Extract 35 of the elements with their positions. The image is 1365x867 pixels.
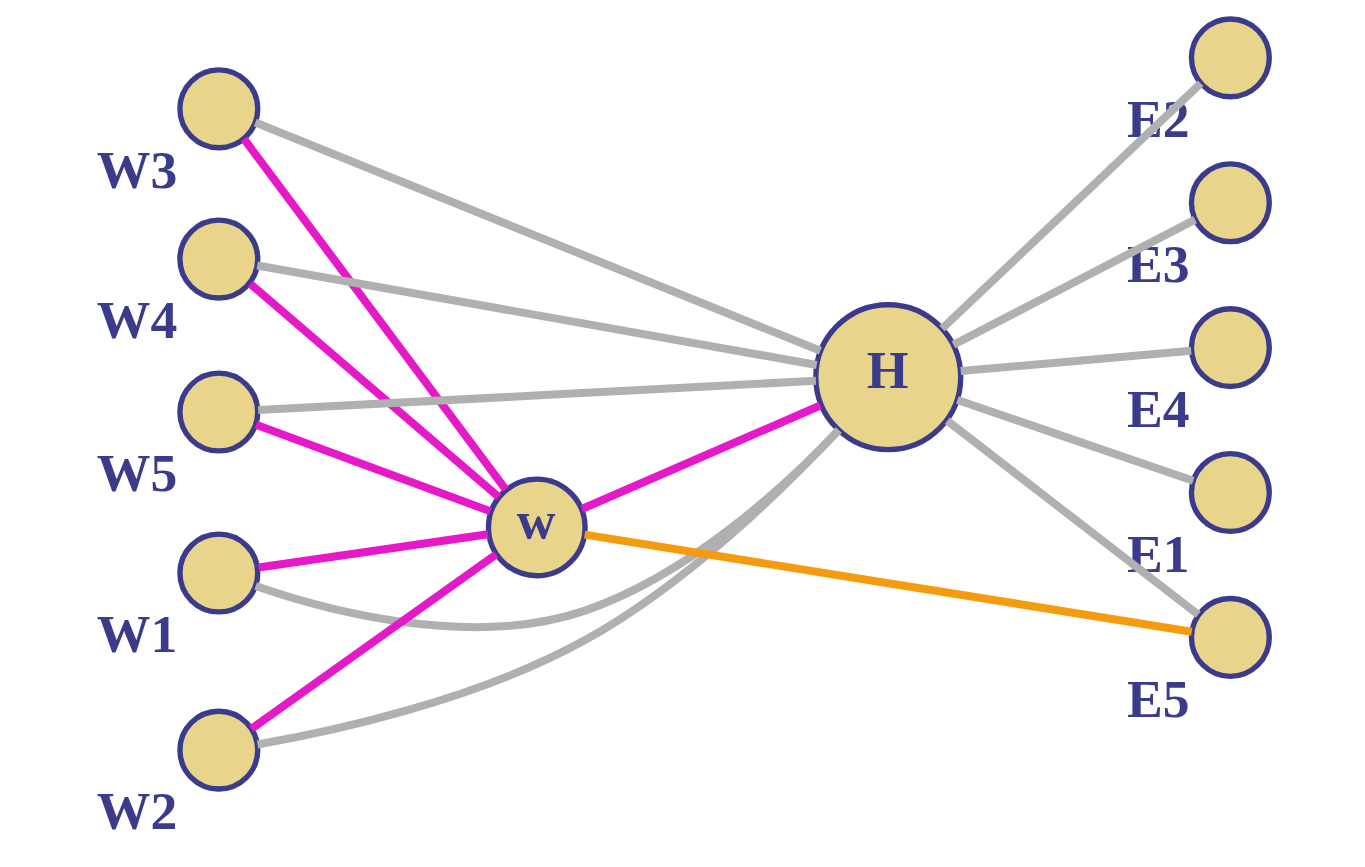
connector <box>959 346 1192 376</box>
node-label: W2 <box>96 781 177 842</box>
connector <box>257 530 489 572</box>
node-circle <box>176 531 260 615</box>
connector <box>257 376 816 415</box>
node-label: E5 <box>1126 668 1190 729</box>
node-circle <box>1188 306 1272 390</box>
node-label: W5 <box>96 443 177 504</box>
connector <box>240 136 509 492</box>
node-circle: H <box>812 302 963 453</box>
connector <box>247 280 501 501</box>
node-circle <box>176 67 260 151</box>
node-circle <box>176 370 260 454</box>
connector <box>579 401 822 513</box>
node-circle: w <box>485 476 588 579</box>
connector <box>254 421 492 515</box>
connector <box>256 427 841 749</box>
connector <box>955 396 1195 485</box>
node-label: E4 <box>1126 378 1190 439</box>
node-label: W4 <box>96 290 177 351</box>
node-circle <box>1188 595 1272 679</box>
connector <box>583 530 1192 636</box>
node-circle <box>1188 161 1272 245</box>
connector <box>938 80 1203 332</box>
node-label: W3 <box>96 139 177 200</box>
connector <box>951 216 1197 349</box>
node-circle <box>1188 16 1272 100</box>
node-label: W1 <box>96 604 177 665</box>
node-circle <box>176 708 260 792</box>
connector <box>253 118 822 355</box>
node-circle <box>176 217 260 301</box>
connector <box>248 551 498 733</box>
connector <box>256 261 817 369</box>
connector <box>944 417 1201 618</box>
node-circle <box>1188 450 1272 535</box>
